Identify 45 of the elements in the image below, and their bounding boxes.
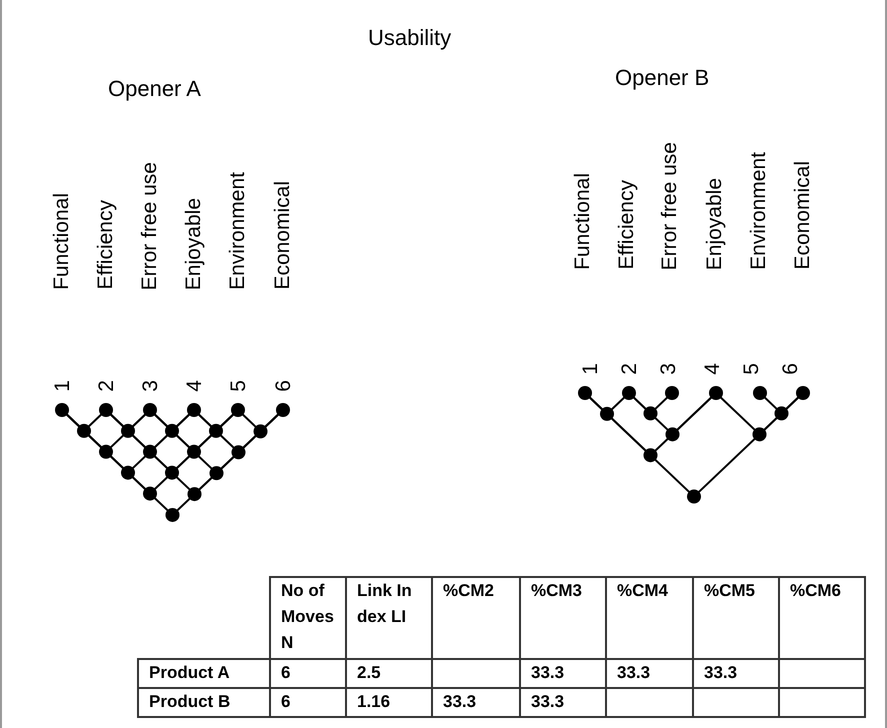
table-cell: 1.16 — [346, 688, 432, 717]
move-number: 2 — [96, 380, 117, 392]
axis-label: Environment — [227, 172, 248, 290]
table-cell: %CM4 — [606, 577, 693, 659]
table-cell: %CM3 — [520, 577, 606, 659]
axis-label: Economical — [792, 161, 813, 270]
chart-heading: Opener B — [615, 64, 710, 92]
move-number: 3 — [658, 363, 679, 375]
table-cell: 2.5 — [346, 659, 432, 688]
axis-label: Economical — [272, 181, 293, 290]
diagram-title: Usability — [368, 24, 452, 52]
move-number: 4 — [184, 380, 205, 392]
axis-label: Error free use — [659, 142, 680, 270]
table-cell: 6 — [270, 659, 346, 688]
move-number: 5 — [228, 380, 249, 392]
move-number: 1 — [52, 380, 73, 392]
table-cell: Product B — [138, 688, 270, 717]
table-cell: 6 — [270, 688, 346, 717]
table-cell: %CM2 — [432, 577, 520, 659]
axis-label: Error free use — [139, 162, 160, 290]
axis-label: Functional — [51, 193, 72, 290]
table-cell: 33.3 — [606, 659, 693, 688]
move-number: 1 — [580, 363, 601, 375]
move-number: 6 — [273, 380, 294, 392]
table-cell: Product A — [138, 659, 270, 688]
move-number: 3 — [140, 380, 161, 392]
table-cell: 33.3 — [693, 659, 779, 688]
chart-heading: Opener A — [108, 75, 201, 102]
axis-label: Environment — [748, 152, 769, 270]
table-cell: 33.3 — [520, 688, 606, 717]
table-cell: Link Index LI — [346, 577, 432, 659]
table-cell: %CM5 — [693, 577, 779, 659]
axis-label: Functional — [572, 173, 593, 270]
move-number: 6 — [780, 363, 801, 375]
axis-label: Efficiency — [616, 180, 637, 270]
axis-label: Efficiency — [95, 200, 116, 290]
move-number: 4 — [702, 363, 723, 375]
table-cell: 33.3 — [520, 659, 606, 688]
axis-label: Enjoyable — [704, 178, 725, 270]
axis-label: Enjoyable — [183, 198, 204, 290]
table-cell: No of Moves N — [270, 577, 346, 659]
table-cell: %CM6 — [779, 577, 865, 659]
move-number: 2 — [619, 363, 640, 375]
table-cell: 33.3 — [432, 688, 520, 717]
move-number: 5 — [741, 363, 762, 375]
